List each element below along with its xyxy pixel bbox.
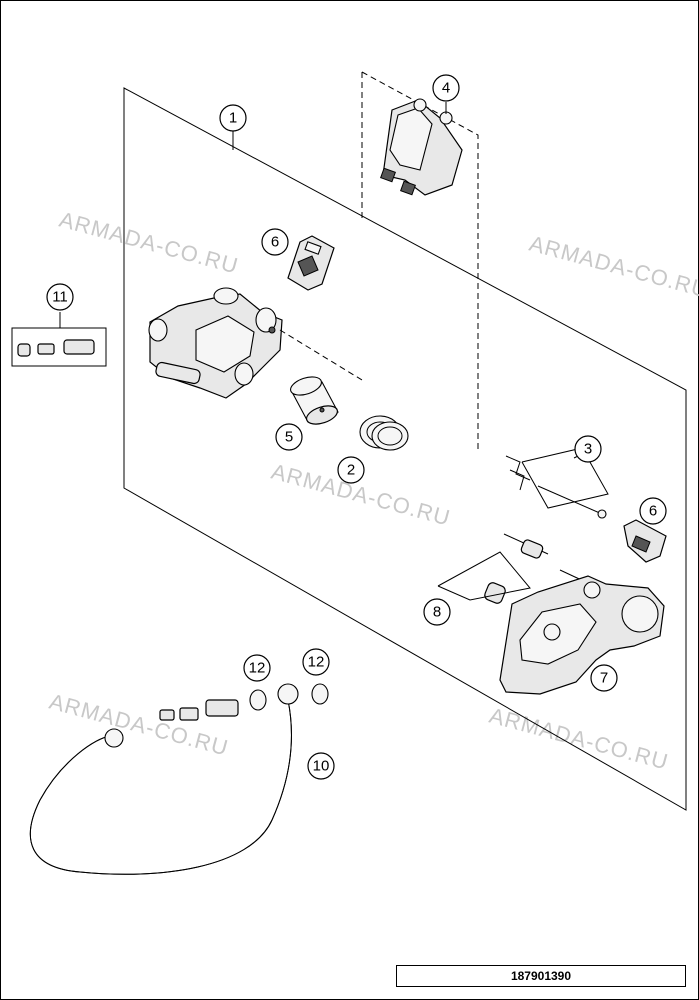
watermark-text: ARMADA-CO.RU (487, 703, 672, 775)
callout-12-left: 12 (243, 654, 271, 682)
brake-line-part (29, 683, 299, 875)
callout-label: 5 (285, 429, 293, 446)
callout-label: 2 (347, 462, 355, 479)
leader-bracket (437, 551, 531, 601)
callout-label: 8 (433, 604, 441, 621)
callout-5: 5 (275, 423, 303, 451)
callout-label: 6 (271, 234, 279, 251)
callout-label: 4 (442, 80, 450, 97)
washer-part (311, 683, 329, 705)
watermark-text: ARMADA-CO.RU (527, 231, 699, 303)
callout-3: 3 (574, 435, 602, 463)
seal-rings-part (359, 415, 409, 451)
pad-spring-part (623, 519, 667, 563)
pad-frame-line (361, 71, 479, 450)
piston-part (290, 376, 339, 425)
bleed-screw-set-part (11, 327, 107, 367)
caliper-kit-frame (123, 87, 687, 811)
callout-label: 7 (600, 670, 608, 687)
watermark-text: ARMADA-CO.RU (47, 689, 232, 761)
callout-label: 6 (649, 503, 657, 520)
callout-6-upper: 6 (261, 228, 289, 256)
caliper-bracket-part (499, 575, 665, 695)
callout-6-lower: 6 (639, 497, 667, 525)
callout-11: 11 (46, 283, 74, 311)
pin-and-clip-part (505, 447, 609, 519)
slide-pins-part (484, 533, 591, 604)
callout-10: 10 (307, 752, 335, 780)
pad-spring-part (287, 235, 335, 291)
callout-label: 3 (584, 441, 592, 458)
callout-12-right: 12 (302, 648, 330, 676)
callout-label: 11 (52, 289, 68, 306)
callout-label: 10 (313, 758, 330, 775)
callout-label: 1 (229, 110, 237, 127)
watermark-text: ARMADA-CO.RU (57, 207, 242, 279)
callout-label: 12 (249, 660, 266, 677)
callout-1: 1 (219, 104, 247, 132)
brake-pads-part (380, 98, 463, 196)
callout-4: 4 (432, 74, 460, 102)
callout-7: 7 (590, 664, 618, 692)
callout-2: 2 (337, 456, 365, 484)
brake-caliper-part (148, 287, 283, 399)
washer-part (249, 689, 267, 711)
assembly-line (279, 329, 363, 381)
drawing-number: 187901390 (396, 965, 686, 987)
callout-label: 12 (308, 654, 325, 671)
callout-8: 8 (423, 598, 451, 626)
